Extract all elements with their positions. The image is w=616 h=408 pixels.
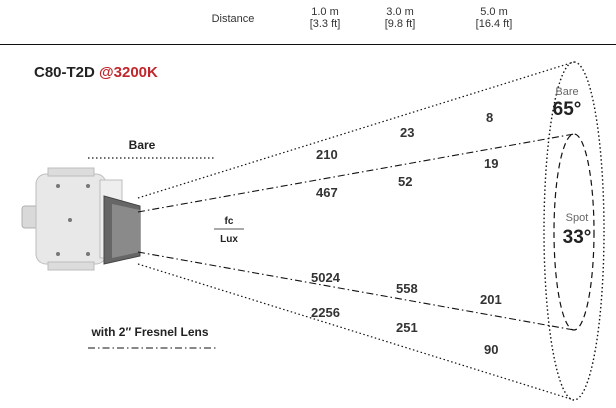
spot-angle-label: Spot [565, 212, 589, 224]
spot-beam-bottom-edge [137, 251, 575, 331]
distance-5m-meters: 5.0 m [480, 6, 508, 18]
spot-value-3m-bottom: 558 [396, 281, 418, 296]
bare-beam-bottom-edge [137, 263, 575, 401]
fixture-illustration [21, 167, 141, 271]
fresnel-value-3m: 251 [396, 320, 418, 335]
model-name: C80-T2D [34, 64, 95, 81]
unit-lux: Lux [220, 234, 238, 245]
distance-1m: 1.0 m [3.3 ft] [295, 6, 355, 30]
bare-angle-label: Bare [555, 86, 579, 98]
unit-fc: fc [224, 216, 234, 227]
distance-label: Distance [211, 13, 255, 25]
model-title: C80-T2D @3200K [34, 64, 158, 81]
spot-beam-top-edge [137, 133, 575, 213]
distance-3m: 3.0 m [9.8 ft] [370, 6, 430, 30]
spot-value-5m-top: 19 [484, 156, 499, 171]
fresnel-value-5m: 90 [484, 342, 499, 357]
fresnel-legend-label: with 2″ Fresnel Lens [91, 325, 209, 339]
fresnel-value-1m: 2256 [311, 305, 340, 320]
distance-3m-meters: 3.0 m [386, 6, 414, 18]
spot-angle-value: 33° [562, 227, 592, 248]
spot-value-1m-top: 467 [316, 185, 338, 200]
spot-value-3m-top: 52 [398, 174, 413, 189]
spot-value-5m-bottom: 201 [480, 292, 502, 307]
distance-1m-meters: 1.0 m [311, 6, 339, 18]
distance-5m-feet: [16.4 ft] [475, 18, 513, 30]
distance-5m: 5.0 m [16.4 ft] [462, 6, 526, 30]
bare-beam-top-edge [137, 61, 575, 199]
bare-lux-1m: 210 [316, 147, 338, 162]
distance-3m-feet: [9.8 ft] [384, 18, 416, 30]
header-divider [0, 44, 616, 45]
distance-1m-feet: [3.3 ft] [309, 18, 341, 30]
bare-angle-value: 65° [552, 99, 582, 120]
spot-value-1m-bottom: 5024 [311, 270, 340, 285]
bare-fc-5m: 8 [486, 110, 494, 125]
bare-fc-3m: 23 [400, 125, 415, 140]
bare-legend-label: Bare [128, 138, 156, 152]
spot-beam-end-ellipse [553, 133, 595, 331]
bare-beam-end-ellipse [543, 61, 605, 401]
color-temperature: @3200K [99, 64, 158, 81]
